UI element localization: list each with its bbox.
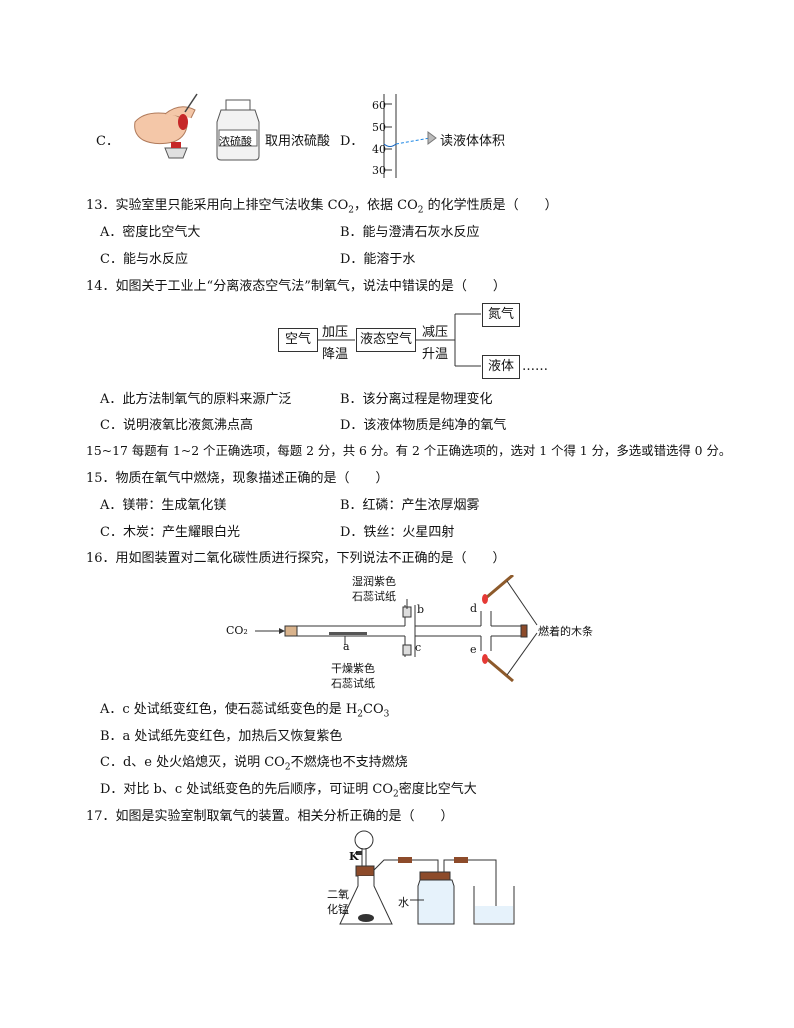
step2-bottom: 升温 bbox=[422, 347, 449, 362]
label-b: b bbox=[417, 603, 425, 616]
q16-option-c[interactable]: C．d、e 处火焰熄灭，说明 CO2不燃烧也不支持燃烧 bbox=[100, 755, 408, 773]
flow-lines bbox=[317, 313, 481, 367]
q15-option-c[interactable]: C．木炭：产生耀眼白光 bbox=[100, 525, 240, 540]
option-d-label: D． bbox=[340, 134, 364, 149]
q14-option-a[interactable]: A．此方法制氧气的原料来源广泛 bbox=[100, 392, 292, 407]
wet-paper-label-2: 石蕊试纸 bbox=[352, 590, 396, 603]
question-14-stem: 14．如图关于工业上“分离液态空气法”制氧气，说法中错误的是（ ） bbox=[86, 279, 506, 294]
wet-paper-label-1: 湿润紫色 bbox=[352, 575, 396, 588]
question-13-stem: 13．实验室里只能采用向上排空气法收集 CO2，依据 CO2 的化学性质是（ ） bbox=[86, 198, 558, 216]
q13-option-c[interactable]: C．能与水反应 bbox=[100, 252, 188, 267]
mno2-label-2: 化锰 bbox=[327, 903, 349, 916]
step2-top: 减压 bbox=[422, 325, 449, 340]
tick-60: 60 bbox=[372, 99, 386, 112]
liquid-box: 液体 bbox=[482, 355, 520, 379]
label-e: e bbox=[470, 643, 477, 656]
question-15-stem: 15．物质在氧气中燃烧，现象描述正确的是（ ） bbox=[86, 471, 389, 486]
q13-option-d[interactable]: D．能溶于水 bbox=[340, 252, 416, 267]
tick-50: 50 bbox=[372, 121, 386, 134]
mno2-label-1: 二氧 bbox=[327, 888, 349, 901]
q16-option-d[interactable]: D．对比 b、c 处试纸变色的先后顺序，可证明 CO2密度比空气大 bbox=[100, 782, 477, 800]
q14-option-d[interactable]: D．该液体物质是纯净的氧气 bbox=[340, 418, 507, 433]
q14-option-b[interactable]: B．该分离过程是物理变化 bbox=[340, 392, 493, 407]
section-instructions: 15~17 每题有 1~2 个正确选项，每题 2 分，共 6 分。有 2 个正确… bbox=[86, 443, 732, 458]
label-c: c bbox=[415, 641, 422, 654]
step1-top: 加压 bbox=[322, 325, 349, 340]
option-c-caption: 取用浓硫酸 bbox=[265, 134, 331, 149]
option-d-caption: 读液体体积 bbox=[440, 134, 506, 149]
liquid-air-box: 液态空气 bbox=[356, 328, 416, 352]
co2-label: CO₂ bbox=[226, 624, 248, 637]
question-17-stem: 17．如图是实验室制取氧气的装置。相关分析正确的是（ ） bbox=[86, 809, 454, 824]
q13-option-b[interactable]: B．能与澄清石灰水反应 bbox=[340, 225, 480, 240]
water-label: 水 bbox=[398, 896, 409, 909]
oxygen-apparatus-drawing bbox=[339, 830, 515, 925]
q15-option-d[interactable]: D．铁丝：火星四射 bbox=[340, 525, 455, 540]
dry-paper-label-1: 干燥紫色 bbox=[331, 662, 375, 675]
q16-option-a[interactable]: A．c 处试纸变红色，使石蕊试纸变色的是 H2CO3 bbox=[100, 702, 390, 720]
q16-option-b[interactable]: B．a 处试纸先变红色，加热后又恢复紫色 bbox=[100, 729, 343, 744]
step1-bottom: 降温 bbox=[322, 347, 349, 362]
label-a: a bbox=[343, 640, 350, 653]
graduated-cylinder-illustration bbox=[383, 94, 437, 178]
bottle-label: 浓硫酸 bbox=[219, 135, 252, 148]
tick-40: 40 bbox=[372, 143, 386, 156]
acid-pouring-illustration bbox=[134, 93, 260, 161]
q14-option-c[interactable]: C．说明液氧比液氮沸点高 bbox=[100, 418, 253, 433]
burning-stick-label: 燃着的木条 bbox=[538, 625, 593, 638]
co2-tube-drawing bbox=[255, 575, 538, 683]
dry-paper-label-2: 石蕊试纸 bbox=[331, 677, 375, 690]
question-16-stem: 16．用如图装置对二氧化碳性质进行探究，下列说法不正确的是（ ） bbox=[86, 551, 506, 566]
q15-option-b[interactable]: B．红磷：产生浓厚烟雾 bbox=[340, 498, 480, 513]
air-box: 空气 bbox=[278, 328, 318, 352]
option-c-label: C． bbox=[96, 134, 119, 149]
ellipsis: …… bbox=[522, 359, 548, 374]
valve-label: K bbox=[349, 850, 359, 863]
q15-option-a[interactable]: A．镁带：生成氧化镁 bbox=[100, 498, 227, 513]
nitrogen-box: 氮气 bbox=[482, 303, 520, 327]
tick-30: 30 bbox=[372, 164, 386, 177]
label-d: d bbox=[470, 602, 478, 615]
q13-option-a[interactable]: A．密度比空气大 bbox=[100, 225, 201, 240]
